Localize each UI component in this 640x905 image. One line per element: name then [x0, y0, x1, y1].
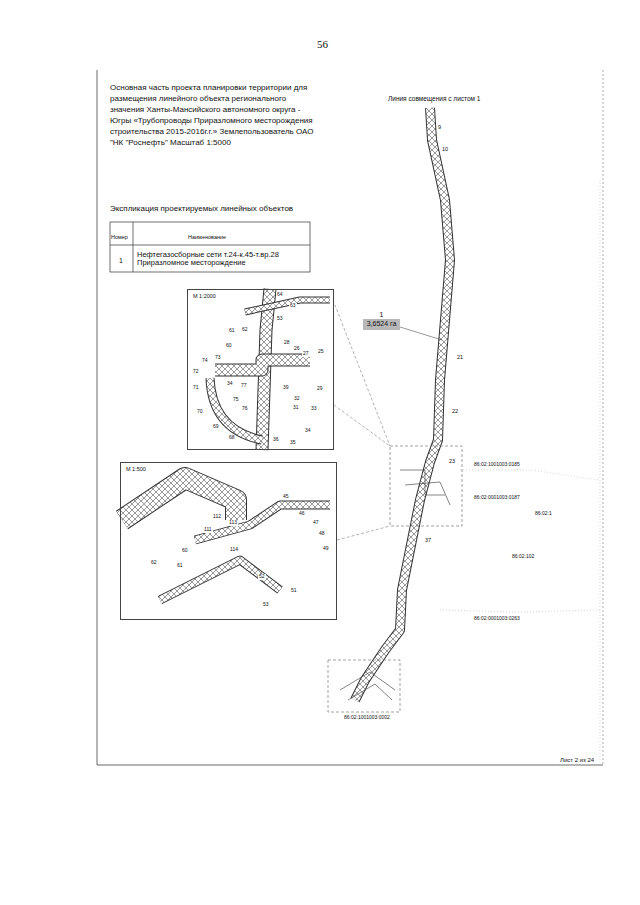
point-number: 71 [192, 385, 200, 391]
point-number: 45 [282, 494, 290, 500]
area-value: 3,6524 га [363, 319, 400, 329]
point-number: 34 [304, 428, 312, 434]
inset-frame: М 1:2000 [187, 289, 334, 450]
cadastral-number: 86:02:1001003:0185 [474, 462, 520, 468]
point-number: 26 [293, 346, 301, 352]
point-number: 74 [201, 358, 209, 364]
point-number: 77 [240, 383, 248, 389]
point-number: 31 [292, 405, 300, 411]
point-number: 35 [289, 440, 297, 446]
point-number: 75 [232, 397, 240, 403]
table-text: 1 [119, 257, 123, 265]
point-number: 60 [225, 343, 233, 349]
table-text: Лист 2 из 24 [560, 757, 594, 764]
point-number: 73 [214, 355, 222, 361]
point-number: 46 [298, 511, 306, 517]
point-number: 22 [451, 408, 459, 414]
point-number: 61 [228, 328, 236, 334]
point-number: 64 [276, 292, 284, 298]
area-callout: 13,6524 га [363, 311, 400, 330]
point-number: 69 [212, 424, 220, 430]
point-number: 76 [241, 406, 249, 412]
point-number: 51 [290, 588, 298, 594]
point-number: 60 [181, 548, 189, 554]
cadastral-number: 86:02:0001003:0263 [474, 616, 520, 622]
point-number: 21 [456, 354, 464, 360]
inset-frame: М 1:500 [120, 462, 337, 620]
point-number: 63 [289, 303, 297, 309]
point-number: 61 [176, 563, 184, 569]
table-text: Номер [111, 234, 128, 240]
point-number: 37 [424, 537, 432, 543]
point-number: 52 [258, 574, 266, 580]
cadastral-number: 86:02:102 [512, 554, 534, 560]
point-number: 70 [196, 409, 204, 415]
point-number: 39 [282, 385, 290, 391]
point-number: 48 [318, 531, 326, 537]
point-number: 32 [293, 396, 301, 402]
point-number: 33 [310, 406, 318, 412]
table-text: Нефтегазосборные сети т.24-к.45-т.вр.28 … [137, 251, 307, 268]
cadastral-number: 86:02:0001003:0187 [474, 495, 520, 501]
point-number: 28 [283, 340, 291, 346]
table-text: Наименование [188, 234, 226, 240]
cadastral-number: 86:02:1001003:0002 [344, 715, 390, 721]
point-number: 9 [437, 124, 442, 130]
point-number: 27 [302, 351, 310, 357]
scale-label: М 1:2000 [192, 293, 217, 299]
point-number: 23 [448, 458, 456, 464]
point-number: 111 [203, 527, 213, 533]
sheet-title: Основная часть проекта планировки террит… [110, 82, 322, 148]
point-number: 10 [441, 146, 449, 152]
point-number: 36 [272, 437, 280, 443]
point-number: 53 [262, 602, 270, 608]
point-number: 34 [226, 381, 234, 387]
page-number: 56 [317, 38, 328, 50]
point-number: 62 [150, 560, 158, 566]
point-number: 113 [228, 520, 238, 526]
point-number: 25 [317, 349, 325, 355]
point-number: 114 [229, 547, 239, 553]
point-number: 47 [312, 520, 320, 526]
table-text: Линия совмещения с листом 1 [388, 95, 480, 102]
scale-label: М 1:500 [125, 466, 147, 472]
point-number: 62 [241, 327, 249, 333]
point-number: 49 [322, 546, 330, 552]
table-text: Экспликация проектируемых линейных объек… [110, 205, 293, 214]
point-number: 72 [192, 369, 200, 375]
callout-number: 1 [363, 311, 400, 319]
point-number: 53 [276, 316, 284, 322]
point-number: 112 [212, 514, 222, 520]
cadastral-number: 86:02:1 [535, 511, 552, 517]
point-number: 29 [316, 386, 324, 392]
point-number: 68 [228, 435, 236, 441]
